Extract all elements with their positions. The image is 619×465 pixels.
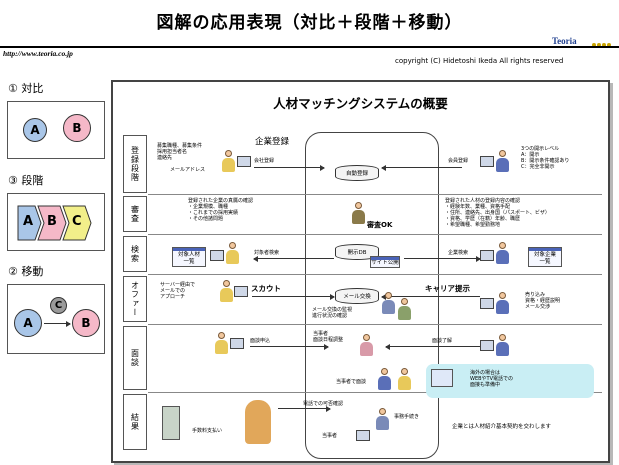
auto-registration-db: 自動登録 [335,165,379,181]
disclosure-db: 開示DB [335,244,379,260]
diagram-title: 人材マッチングシステムの概要 [273,96,448,111]
computer-icon [480,298,494,309]
page-title: 図解の応用表現（対比＋段階＋移動） [156,13,463,33]
legend-move-c: C [50,297,67,314]
office-procedure-label: 事務手続き [394,414,420,420]
company-registration-label: 会社登録 [254,158,275,164]
fee-payment-label: 手数料支払い [192,428,223,434]
logo-text: Teoria [552,36,577,46]
site-url: http://www.teoria.co.jp [3,49,73,58]
computer-icon [480,340,494,351]
interview-accept-label: 面談了解 [432,338,453,344]
legend-stage-b: B [47,214,57,229]
target-talent-window: 対象人材 一覧 [172,247,206,267]
legend-move-b: B [72,309,100,337]
disclosure-levels-text: 3つの開示レベル A：開示 B：開示条件確認あり C：完全非開示 [521,146,570,170]
phone-confirm-label: 電話での可否確認 [303,401,344,407]
registration-company-text: 募集職種、募集条件 採用担当者名 連絡先 [157,143,203,161]
legend-move-label: ② 移動 [8,265,44,278]
registration-arrow-left [254,165,325,171]
review-member-text: 登録された人材の登録内容の確認 ・経験年数、業種、資格手配 ・住所、連絡先、出身… [445,198,550,228]
computer-icon [210,250,224,261]
site-public-window: サイト公開 [370,256,400,268]
computer-icon [480,156,494,167]
legend-contrast-b: B [63,114,91,142]
phone-person-icon [245,400,271,444]
atm-icon [162,406,180,440]
target-company-window: 対象企業 一覧 [528,247,562,267]
talent-search-label: 対象者検索 [254,250,280,256]
row-label-registration: 登録段階 [123,135,147,193]
offer-company-text: サーバー経由で メールでの アプローチ [160,282,195,300]
registration-company-sub: メールアドレス [170,167,206,173]
legend-move-a: A [14,309,42,337]
computer-icon [234,286,248,297]
meet-in-person-label: 当事者で面談 [336,379,367,385]
legend-stage-c: C [72,214,82,229]
legend-contrast-label: ① 対比 [8,82,44,95]
interview-arrow-left [250,344,329,350]
overseas-note-text: 海外の場合は WEBやTV電話での 面接も準備中 [470,370,514,388]
title-underline [0,46,619,48]
row-label-result: 結果 [123,394,147,450]
row-divider [148,194,602,195]
row-divider [148,274,602,275]
move-arrow-icon [44,321,71,327]
row-divider [148,392,602,393]
search-arrow-right [404,256,481,262]
teoria-logo: Teoria [552,36,614,50]
result-arrow [278,406,331,412]
interview-arrow-right [385,344,480,350]
legend-stage-a: A [23,214,34,229]
career-arrow [381,294,480,300]
row-label-interview: 面談 [123,326,147,390]
review-company-text: 登録された企業の真贋の確認 ・企業規模、職種 ・これまでの採用実績 ・その他諸問… [188,198,254,222]
review-ok-label: 審査OK [367,221,393,229]
computer-icon [480,250,494,261]
search-arrow-left [253,256,334,262]
party-label: 当事者 [322,433,338,439]
scout-arrow [252,294,335,300]
computer-icon [356,430,370,441]
interview-schedule-text: 当事者 面談日程調整 [313,331,344,343]
company-search-label: 企業検索 [448,250,469,256]
offer-member-text: 売り込み 資格・経歴説明 メール交渉 [525,292,561,310]
scout-label: スカウト [251,284,281,293]
row-label-review: 審査 [123,196,147,232]
career-presentation-label: キャリア提示 [425,284,470,293]
row-label-search: 検索 [123,236,147,272]
overseas-note-bubble: 海外の場合は WEBやTV電話での 面接も準備中 [426,364,594,398]
mail-exchange-db: メール交換 [335,288,379,304]
center-label: 企業登録 [255,137,290,147]
legend-stage-box: A B C [7,193,105,251]
row-divider [148,234,602,235]
contract-text: 企業とは人材紹介基本契約を交わします [452,424,552,430]
registration-arrow-right [381,165,462,171]
offer-monitor-text: メール交換の監視 進行状況の確認 [312,307,353,319]
computer-icon [237,156,251,167]
legend-contrast-box: A B [7,101,105,159]
legend-move-box: A C B [7,284,105,354]
interview-request-label: 面談申込 [250,338,271,344]
tv-phone-icon [431,369,453,387]
computer-icon [230,338,244,349]
copyright-text: copyright (C) Hidetoshi Ikeda All rights… [395,57,564,65]
member-registration-label: 会員登録 [448,158,469,164]
legend-stage-label: ③ 段階 [8,174,44,187]
logo-dots-icon [592,43,611,47]
row-divider [148,324,602,325]
row-label-offer: オファー [123,276,147,322]
legend-contrast-a: A [23,118,47,142]
stage-arrows-icon [17,205,92,241]
